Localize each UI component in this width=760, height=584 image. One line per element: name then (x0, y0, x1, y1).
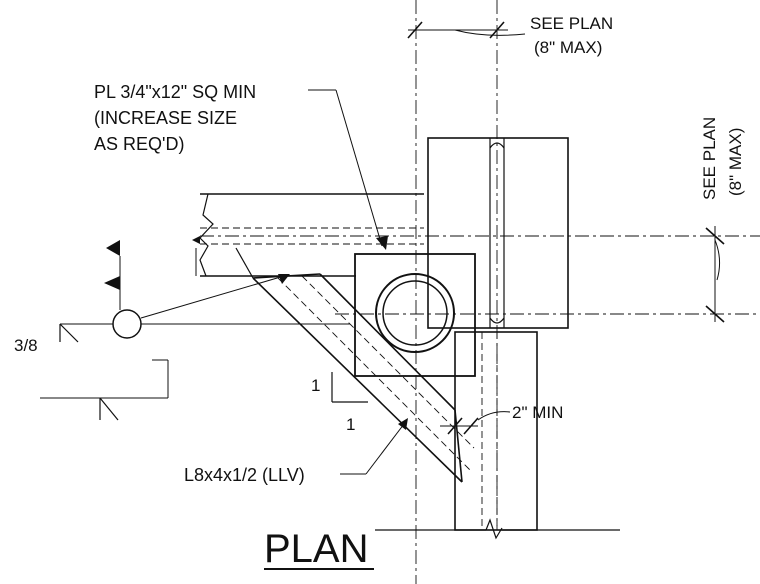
vertical-beam (454, 331, 538, 531)
see-plan-right-line2: (8" MAX) (726, 128, 745, 196)
square-plate (354, 253, 476, 377)
right-dimension (705, 226, 725, 323)
plate-note-line3: AS REQ'D) (94, 134, 184, 154)
min-dimension-label: 2" MIN (512, 403, 563, 422)
see-plan-right-line1: SEE PLAN (700, 117, 719, 200)
slope-indicator (331, 372, 368, 403)
plate-leader (308, 89, 388, 250)
bottom-wall-line (375, 518, 620, 540)
see-plan-top-line2: (8" MAX) (534, 38, 602, 57)
angle-callout-label: L8x4x1/2 (LLV) (184, 465, 305, 485)
top-dimension (407, 21, 526, 39)
see-plan-top-line1: SEE PLAN (530, 14, 613, 33)
plate-note-line2: (INCREASE SIZE (94, 108, 237, 128)
centerlines (200, 0, 760, 584)
weld-symbol (40, 236, 350, 421)
angle-leader (340, 418, 408, 475)
drawing-title: PLAN (264, 527, 369, 571)
min-dimension (440, 411, 511, 435)
plate-note-line1: PL 3/4"x12" SQ MIN (94, 82, 256, 102)
wide-flange-column (427, 137, 569, 329)
pipe-column (375, 273, 455, 353)
horizontal-beam (199, 193, 424, 277)
slope-rise-label: 1 (311, 376, 320, 395)
slope-run-label: 1 (346, 415, 355, 434)
weld-size-label: 3/8 (14, 336, 38, 355)
